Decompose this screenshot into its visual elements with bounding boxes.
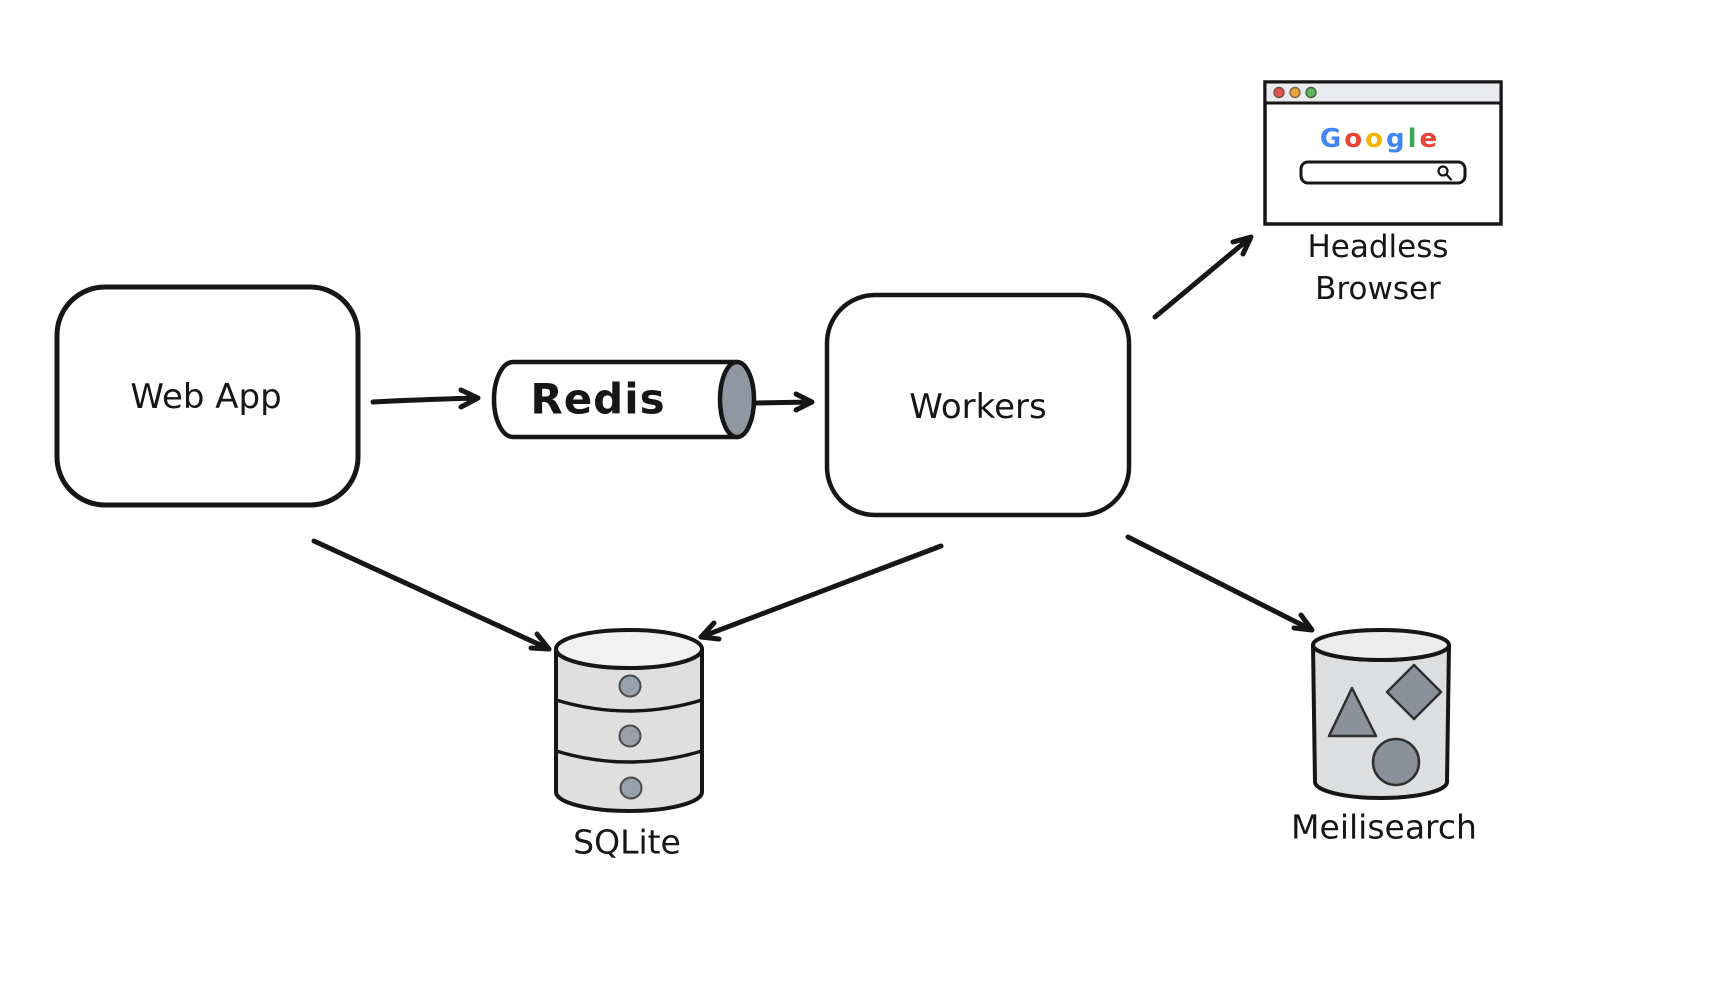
arrow-workers-to-sqlite — [698, 543, 944, 642]
circle-shape — [1371, 737, 1421, 787]
arrow-webapp-to-sqlite — [311, 538, 552, 652]
titlebar-dot-green-icon — [1305, 86, 1317, 99]
meilisearch-cylinder — [1311, 628, 1451, 800]
google-letter: g — [1385, 124, 1408, 154]
google-letter: G — [1319, 124, 1345, 154]
google-letter: e — [1419, 124, 1441, 154]
titlebar-dot-yellow-icon — [1289, 86, 1301, 99]
headless-browser-label-line1: Headless — [1307, 229, 1449, 266]
google-letter: o — [1365, 124, 1386, 154]
diamond-shape — [1385, 663, 1443, 721]
sqlite-disk-separator — [554, 698, 704, 713]
triangle-shape — [1327, 686, 1378, 738]
magnifier-icon — [1437, 165, 1453, 181]
web-app-label: Web App — [130, 377, 282, 417]
headless-browser-label: Headless Browser — [1307, 227, 1448, 311]
arrow-workers-to-browser — [1152, 234, 1254, 320]
edge-arrows — [311, 234, 1315, 652]
browser-titlebar — [1263, 80, 1503, 105]
google-letter: l — [1407, 124, 1420, 154]
browser-window — [1263, 80, 1503, 226]
meilisearch-label: Meilisearch — [1291, 807, 1477, 847]
headless-browser-label-line2: Browser — [1315, 271, 1441, 307]
workers-node — [824, 292, 1132, 518]
sqlite-label: SQLite — [573, 822, 681, 862]
sqlite-disk-knob — [618, 674, 642, 698]
google-logo: Google — [1320, 124, 1440, 154]
redis-end-cap — [717, 359, 757, 440]
titlebar-dot-red-icon — [1273, 86, 1285, 99]
google-letter: o — [1344, 124, 1366, 154]
redis-body — [491, 359, 740, 440]
sqlite-disk-separator — [554, 749, 704, 764]
web-app-node — [54, 284, 361, 508]
arrow-workers-to-meilisearch — [1125, 534, 1315, 633]
redis-queue — [491, 359, 757, 440]
sqlite-cylinder — [554, 628, 704, 813]
meilisearch-top-ellipse — [1311, 628, 1451, 662]
arrow-webapp-to-redis — [370, 387, 481, 410]
search-input[interactable] — [1299, 160, 1467, 185]
sqlite-disk-knob — [619, 776, 643, 800]
arrow-redis-to-workers — [754, 391, 815, 413]
sqlite-disk-knob — [618, 724, 642, 748]
redis-label: Redis — [530, 374, 666, 424]
workers-label: Workers — [909, 387, 1047, 427]
sqlite-top-ellipse — [554, 628, 704, 670]
